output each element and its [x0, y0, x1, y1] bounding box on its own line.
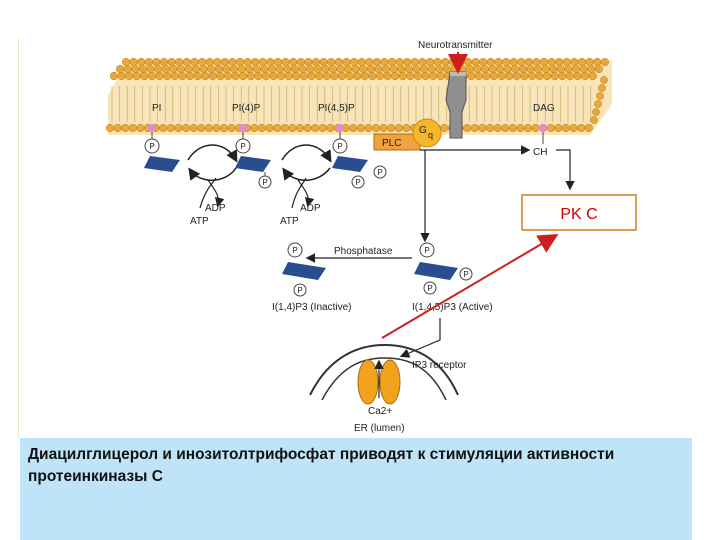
- adp-label-1: ADP: [205, 203, 226, 214]
- svg-text:P: P: [297, 286, 302, 295]
- dag-label: DAG: [533, 103, 555, 114]
- ip3-active-molecule: P P P: [414, 242, 473, 295]
- atp-adp-curve-2: [291, 177, 307, 209]
- ip3-inactive-label: I(1,4)P3 (Inactive): [272, 302, 351, 313]
- ip3-receptor-label: IP3 receptor: [412, 360, 467, 371]
- phosphatase-arrow-2: [282, 167, 331, 181]
- svg-text:P: P: [355, 178, 360, 187]
- pi4p-molecule: P P: [235, 132, 272, 189]
- receptor-icon: [445, 71, 467, 139]
- ip3-receptor-channel-left: [357, 359, 379, 405]
- pi-molecule: P: [144, 132, 180, 172]
- plc-label: PLC: [382, 138, 401, 149]
- caption-text: Диацилглицерол и инозитолтрифосфат приво…: [28, 446, 615, 485]
- gq-q-label: q: [428, 130, 433, 140]
- pi45p-molecule: P P P: [332, 132, 387, 189]
- ca-label: Ca2+: [368, 406, 392, 417]
- ch-label: CH: [533, 147, 547, 158]
- svg-text:P: P: [149, 142, 154, 151]
- left-border-line: [18, 38, 19, 438]
- svg-text:P: P: [292, 246, 297, 255]
- ip3-receptor-channel-right: [379, 359, 401, 405]
- dag-head: [539, 124, 547, 132]
- pi-label: PI: [152, 103, 161, 114]
- pi-head: [148, 124, 156, 132]
- atp-label-2: ATP: [280, 216, 299, 227]
- svg-text:P: P: [463, 270, 468, 279]
- atp-label-1: ATP: [190, 216, 209, 227]
- er-membrane-outer: [309, 343, 459, 396]
- pkc-label: PK C: [560, 206, 597, 223]
- phosphatase-label: Phosphatase: [334, 246, 393, 257]
- kinase-arrow-1: [187, 144, 238, 163]
- er-membrane-inner: [321, 357, 447, 401]
- svg-text:P: P: [377, 168, 382, 177]
- svg-text:P: P: [337, 142, 342, 151]
- caption-box: [20, 438, 692, 540]
- pi4p-label: PI(4)P: [232, 103, 261, 114]
- kinase-arrow-2: [281, 144, 332, 163]
- adp-label-2: ADP: [300, 203, 321, 214]
- er-lumen-label: ER (lumen): [354, 423, 405, 434]
- phosphatase-arrow-1: [188, 167, 237, 181]
- neurotransmitter-label: Neurotransmitter: [418, 40, 493, 51]
- cell-membrane: [105, 57, 612, 135]
- svg-text:P: P: [262, 178, 267, 187]
- atp-adp-curve-1: [199, 177, 217, 209]
- svg-text:P: P: [427, 284, 432, 293]
- calcium-to-pkc-arrow: [381, 233, 559, 339]
- ip3-active-label: I(1,4,5)P3 (Active): [412, 302, 493, 313]
- gq-g-label: G: [419, 125, 427, 136]
- pi4p-head: [239, 124, 247, 132]
- svg-text:P: P: [240, 142, 245, 151]
- gq-circle: [412, 118, 442, 148]
- ip3-inactive-molecule: P P: [282, 242, 326, 297]
- svg-text:P: P: [424, 246, 429, 255]
- dag-to-pkc-arrow: [556, 149, 575, 191]
- pi45p-label: PI(4,5)P: [318, 103, 355, 114]
- pkc-box: [521, 194, 637, 231]
- pi45p-head: [336, 124, 344, 132]
